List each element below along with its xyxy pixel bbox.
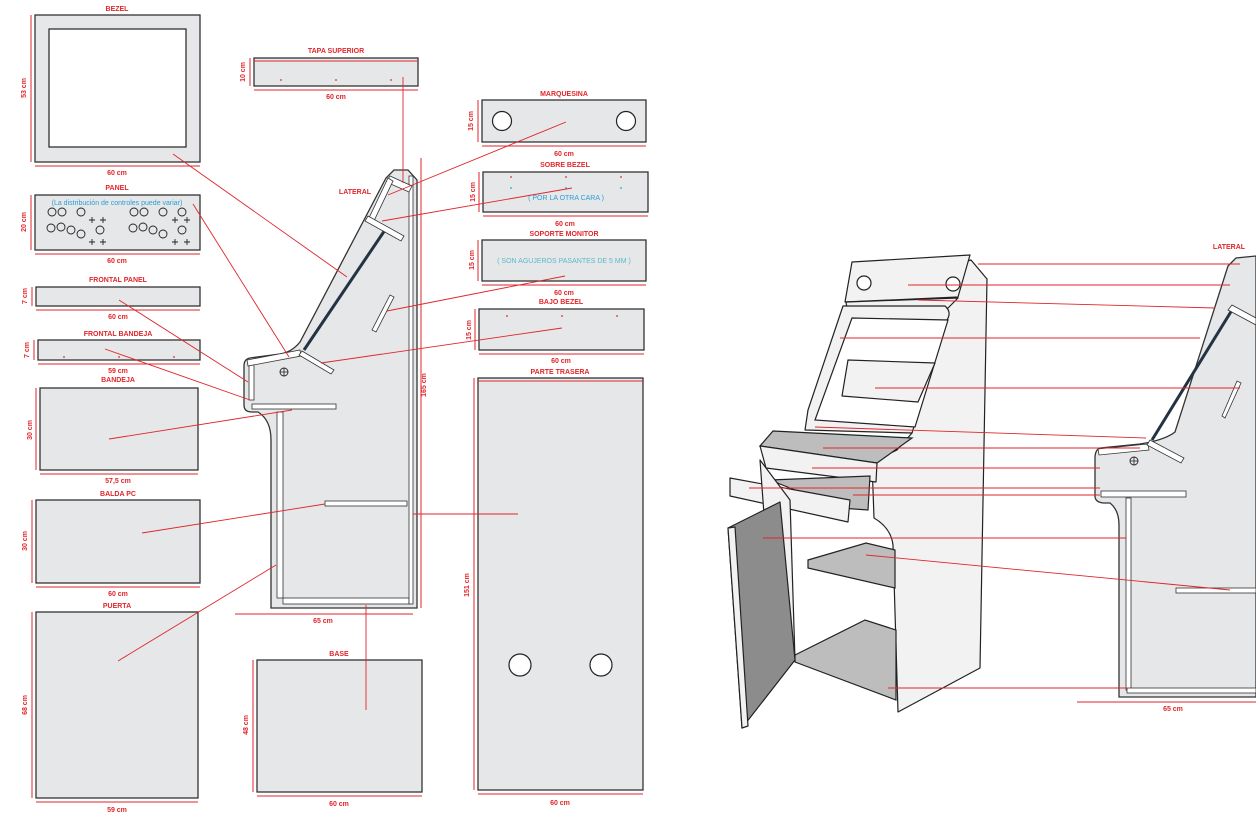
part-lateral: LATERAL 65 cm 165 cm (235, 158, 428, 625)
part-label: BALDA PC (100, 491, 136, 498)
width-label: 60 cm (108, 314, 128, 321)
width-label: 60 cm (329, 801, 349, 808)
part-frontal-panel: FRONTAL PANEL 60 cm 7 cm (22, 277, 201, 321)
height-label: 7 cm (24, 342, 31, 358)
height-label: 30 cm (22, 531, 29, 551)
width-label: 60 cm (108, 591, 128, 598)
height-label: 15 cm (468, 111, 475, 131)
leader-lines-right (749, 263, 1240, 689)
width-label: 60 cm (107, 258, 127, 265)
part-base: BASE 60 cm 48 cm (243, 651, 423, 808)
part-balda-pc: BALDA PC 60 cm 30 cm (22, 491, 201, 598)
right-width-label: 65 cm (1163, 706, 1183, 713)
height-label: 7 cm (22, 288, 29, 304)
part-label: SOPORTE MONITOR (529, 231, 598, 238)
width-label: 60 cm (326, 94, 346, 101)
width-label: 60 cm (555, 221, 575, 228)
part-label: BASE (329, 651, 349, 658)
part-label: LATERAL (339, 189, 372, 196)
part-label: PARTE TRASERA (531, 369, 590, 376)
right-lateral-label: LATERAL (1213, 244, 1246, 251)
part-note: ( POR LA OTRA CARA ) (528, 195, 604, 202)
part-tapa-superior: TAPA SUPERIOR 60 cm 10 cm (240, 48, 419, 101)
part-label: PUERTA (103, 603, 131, 610)
part-note: (La distribución de controles puede vari… (52, 200, 183, 207)
part-puerta: PUERTA 59 cm 68 cm (22, 603, 199, 814)
part-note: ( SON AGUJEROS PASANTES DE 5 MM ) (497, 258, 631, 265)
height-label: 15 cm (470, 182, 477, 202)
part-label: PANEL (105, 185, 129, 192)
height-label: 20 cm (21, 212, 28, 232)
height-label: 53 cm (21, 78, 28, 98)
part-label: BAJO BEZEL (539, 299, 584, 306)
leader-lines-left (104, 77, 573, 710)
width-label: 60 cm (554, 151, 574, 158)
height-label: 15 cm (466, 320, 473, 340)
part-label: BANDEJA (101, 377, 135, 384)
width-label: 60 cm (107, 170, 127, 177)
width-label: 59 cm (107, 807, 127, 814)
width-label: 60 cm (554, 290, 574, 297)
height-label: 15 cm (469, 250, 476, 270)
part-label: BEZEL (106, 6, 130, 13)
part-label: TAPA SUPERIOR (308, 48, 364, 55)
height-label: 68 cm (22, 695, 29, 715)
part-marquesina: MARQUESINA 60 cm 15 cm (468, 91, 647, 158)
part-frontal-bandeja: FRONTAL BANDEJA 59 cm 7 cm (24, 331, 201, 375)
height-label: 151 cm (464, 573, 471, 597)
width-label: 57,5 cm (105, 478, 131, 485)
part-label: SOBRE BEZEL (540, 162, 591, 169)
part-bezel: BEZEL 60 cm 53 cm (21, 6, 201, 177)
lateral-right-view: LATERAL 65 cm (1077, 244, 1256, 713)
height-label: 48 cm (243, 715, 250, 735)
part-panel: PANEL (La distribución de controles pued… (21, 185, 201, 265)
height-label: 10 cm (240, 62, 247, 82)
part-label: MARQUESINA (540, 91, 588, 98)
width-label: 59 cm (108, 368, 128, 375)
height-label: 30 cm (27, 420, 34, 440)
width-label: 60 cm (551, 358, 571, 365)
button-holes (46, 207, 190, 245)
part-sobre-bezel: SOBRE BEZEL ( POR LA OTRA CARA ) 60 cm 1… (470, 162, 649, 228)
height-label: 165 cm (421, 373, 428, 397)
part-bajo-bezel: BAJO BEZEL 60 cm 15 cm (466, 299, 645, 365)
part-label: FRONTAL PANEL (89, 277, 148, 284)
part-parte-trasera: PARTE TRASERA 60 cm 151 cm (464, 369, 644, 807)
width-label: 65 cm (313, 618, 333, 625)
part-soporte-monitor: SOPORTE MONITOR ( SON AGUJEROS PASANTES … (469, 231, 647, 297)
part-bandeja: BANDEJA 57,5 cm 30 cm (27, 377, 199, 485)
cabinet-3d-view (727, 254, 988, 729)
part-label: FRONTAL BANDEJA (84, 331, 153, 338)
width-label: 60 cm (550, 800, 570, 807)
